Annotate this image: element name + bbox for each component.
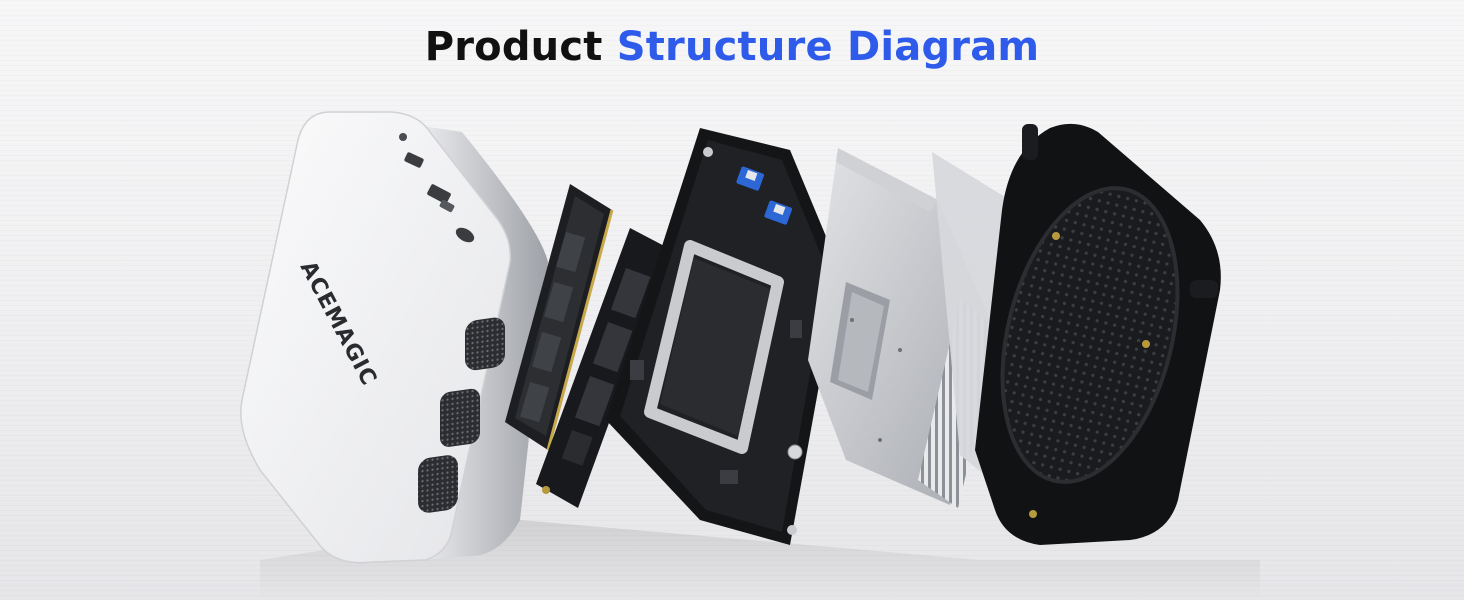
title-part-1: Product [424, 24, 603, 70]
ssd-module-icon [536, 228, 672, 508]
circuit-board-icon [606, 128, 840, 545]
title-part-2: Structure Diagram [616, 24, 1040, 70]
aluminum-chassis-icon: ACEMAGIC [240, 111, 548, 564]
ram-stick-icon [505, 184, 614, 451]
fan-base-plate-icon [932, 123, 1221, 545]
page-title: Product Structure Diagram [0, 24, 1464, 70]
floor-shadows [260, 520, 1260, 600]
